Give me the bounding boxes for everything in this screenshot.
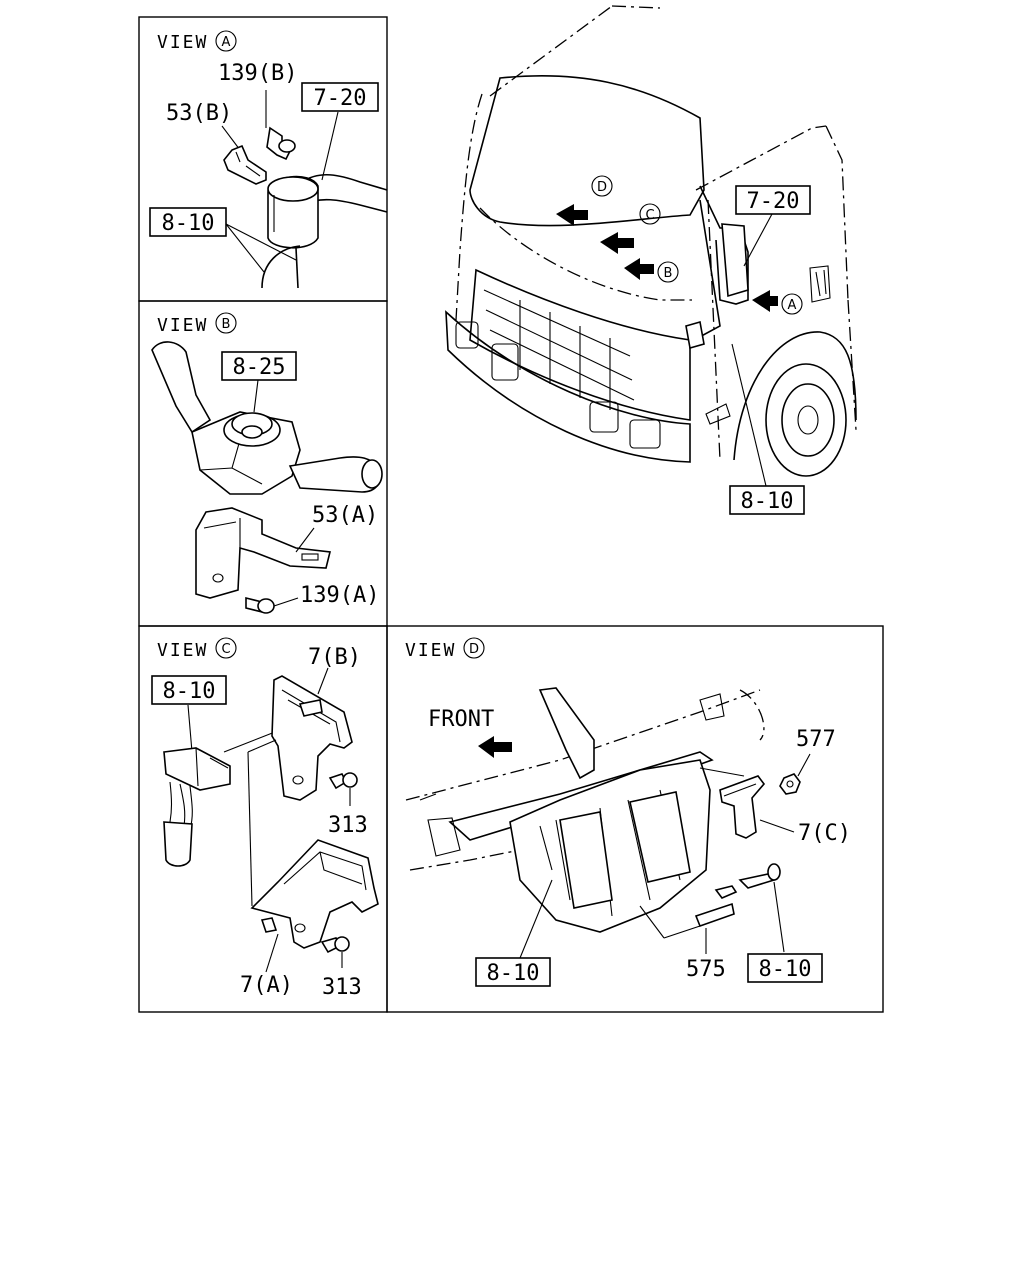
svg-text:7-20: 7-20: [747, 189, 800, 214]
marker-c: C: [639, 203, 661, 225]
view-c-panel: VIEW C 8-10 7(B) 313 7(A) 313: [151, 637, 379, 1000]
bracket-7b-drawing: [271, 667, 353, 801]
front-arrow: [478, 736, 512, 758]
view-b-letter-marker: B: [215, 312, 237, 334]
svg-text:C: C: [221, 642, 230, 657]
bolt-139b-label: 139(B): [218, 61, 297, 86]
marker-d: D: [591, 175, 613, 197]
svg-text:8-25: 8-25: [233, 355, 286, 380]
bolt-139a-drawing: [245, 596, 299, 614]
svg-text:8-10: 8-10: [741, 489, 794, 514]
connector-harness-drawing: [163, 704, 281, 867]
view-b-panel: VIEW B 8-25 53(A) 139(A): [151, 312, 383, 614]
ref-8-10-box-d-left: 8-10: [475, 957, 551, 987]
bracket-53a-drawing: [195, 507, 331, 599]
ref-7-20-box-truck: 7-20: [735, 185, 811, 215]
svg-text:7-20: 7-20: [314, 86, 367, 111]
marker-b: B: [657, 261, 679, 283]
view-c-letter-marker: C: [215, 637, 237, 659]
marker-a: A: [781, 293, 803, 315]
nut-577-label: 577: [796, 727, 836, 752]
front-label: FRONT: [428, 707, 494, 732]
bracket-53b-drawing: [221, 125, 267, 185]
part-575-drawing: [519, 863, 785, 959]
ref-8-10-box-d-right: 8-10: [747, 953, 823, 983]
svg-text:D: D: [469, 642, 479, 657]
svg-text:C: C: [645, 208, 654, 223]
view-a-title: VIEW: [157, 32, 208, 53]
bolt-313-top-label: 313: [328, 813, 368, 838]
view-a-panel: VIEW A 139(B) 53(B) 7-20 8-10: [149, 30, 388, 289]
harness-7-20-drawing: [225, 111, 388, 289]
svg-text:8-10: 8-10: [162, 211, 215, 236]
bracket-53b-label: 53(B): [166, 101, 232, 126]
panel-frames: [138, 16, 884, 1013]
arrow-b: [624, 258, 654, 280]
view-c-title: VIEW: [157, 640, 208, 661]
ref-8-10-box-c: 8-10: [151, 675, 227, 705]
svg-text:A: A: [788, 298, 797, 313]
svg-text:8-10: 8-10: [163, 679, 216, 704]
svg-text:8-10: 8-10: [759, 957, 812, 982]
arrow-d: [556, 204, 588, 226]
svg-text:B: B: [664, 266, 673, 281]
bracket-7b-label: 7(B): [308, 645, 361, 670]
bolt-313-bottom-label: 313: [322, 975, 362, 1000]
arrow-c: [600, 232, 634, 254]
ref-8-10-box-truck: 8-10: [729, 485, 805, 515]
truck-overview: D C B A 7-20 8-10: [445, 5, 857, 515]
view-b-title: VIEW: [157, 315, 208, 336]
view-d-panel: VIEW D FRONT 577 7(C) 575 8-10 8-10: [405, 637, 851, 987]
view-d-title: VIEW: [405, 640, 456, 661]
svg-text:A: A: [222, 35, 231, 50]
bolt-139b-drawing: [265, 90, 296, 161]
arrow-a: [752, 290, 778, 312]
bolt-313-top-drawing: [328, 772, 358, 806]
ref-7-20-box-a: 7-20: [301, 82, 379, 112]
view-d-letter-marker: D: [463, 637, 485, 659]
bracket-53a-label: 53(A): [312, 503, 378, 528]
bracket-7a-label: 7(A): [240, 973, 293, 998]
bolt-313-bottom-drawing: [320, 936, 350, 968]
svg-text:8-10: 8-10: [487, 961, 540, 986]
bracket-7c-label: 7(C): [798, 821, 851, 846]
ref-8-25-box: 8-25: [221, 351, 297, 381]
svg-text:D: D: [597, 180, 607, 195]
svg-text:B: B: [222, 317, 231, 332]
part-575-label: 575: [686, 957, 726, 982]
bolt-139a-label: 139(A): [300, 583, 379, 608]
dashboard-frame-drawing: [405, 687, 765, 933]
combination-switch-drawing: [151, 341, 383, 495]
bracket-7a-drawing: [247, 739, 379, 973]
bracket-7c-drawing: [699, 767, 795, 839]
view-a-letter-marker: A: [215, 30, 237, 52]
ref-8-10-box-a: 8-10: [149, 207, 227, 237]
nut-577-drawing: [779, 753, 811, 795]
